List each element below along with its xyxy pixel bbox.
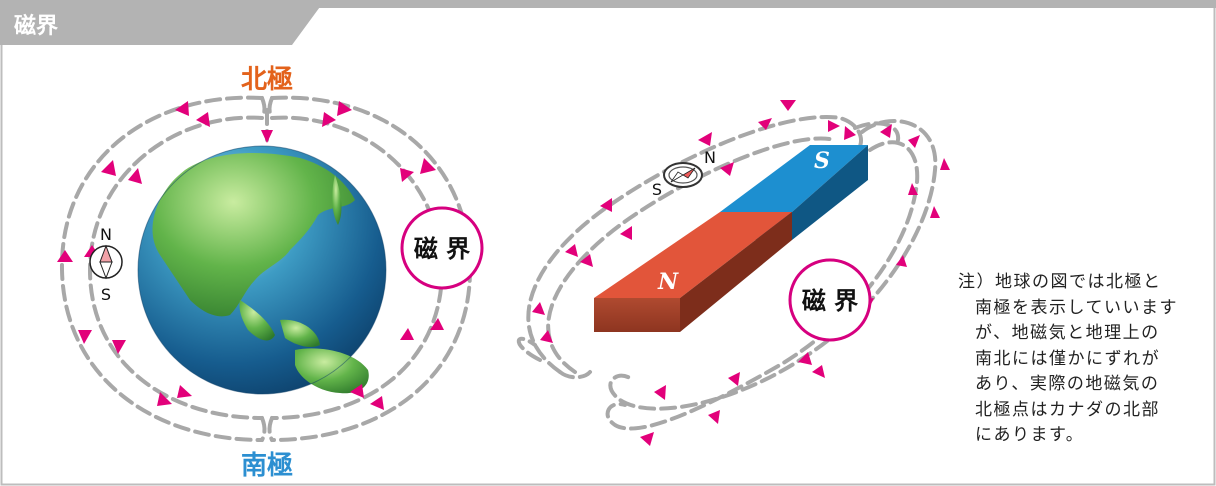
header-title: 磁界: [14, 13, 58, 39]
earth-compass-icon: [89, 244, 123, 280]
note-line-3: が、地磁気と地理上の: [975, 323, 1160, 343]
note-line-1: 注）地球の図では北極と: [958, 272, 1162, 292]
note-text: 注）地球の図では北極と 南極を表示していいます が、地磁気と地理上の 南北には僅…: [958, 270, 1203, 449]
magnet-field-circle: [788, 258, 872, 342]
header-tab: [0, 0, 325, 45]
header-top-line: [0, 0, 1216, 8]
earth-field-label: 磁 界: [414, 235, 470, 263]
magnet-compass-s: S: [652, 180, 662, 199]
earth-globe: [137, 145, 387, 395]
bar-magnet: [594, 145, 868, 332]
magnet-field-label: 磁 界: [802, 287, 858, 315]
magnet-n-label: N: [657, 269, 679, 295]
south-pole-label: 南極: [241, 451, 293, 481]
magnet-s-label: S: [814, 148, 830, 174]
note-line-6: 北極点はカナダの北部: [975, 399, 1160, 420]
note-line-5: あり、実際の地磁気の: [975, 374, 1160, 394]
magnet-compass-n: N: [704, 148, 716, 167]
north-pole-label: 北極: [241, 65, 293, 95]
earth-field-circle: [400, 206, 484, 290]
earth-compass-s: S: [101, 285, 111, 304]
earth-compass-n: N: [100, 225, 112, 244]
note-line-4: 南北には僅かにずれが: [975, 348, 1161, 369]
magnet-compass-icon: [663, 162, 703, 188]
note-line-2: 南極を表示していいます: [975, 297, 1178, 318]
note-line-7: にあります。: [975, 425, 1085, 445]
